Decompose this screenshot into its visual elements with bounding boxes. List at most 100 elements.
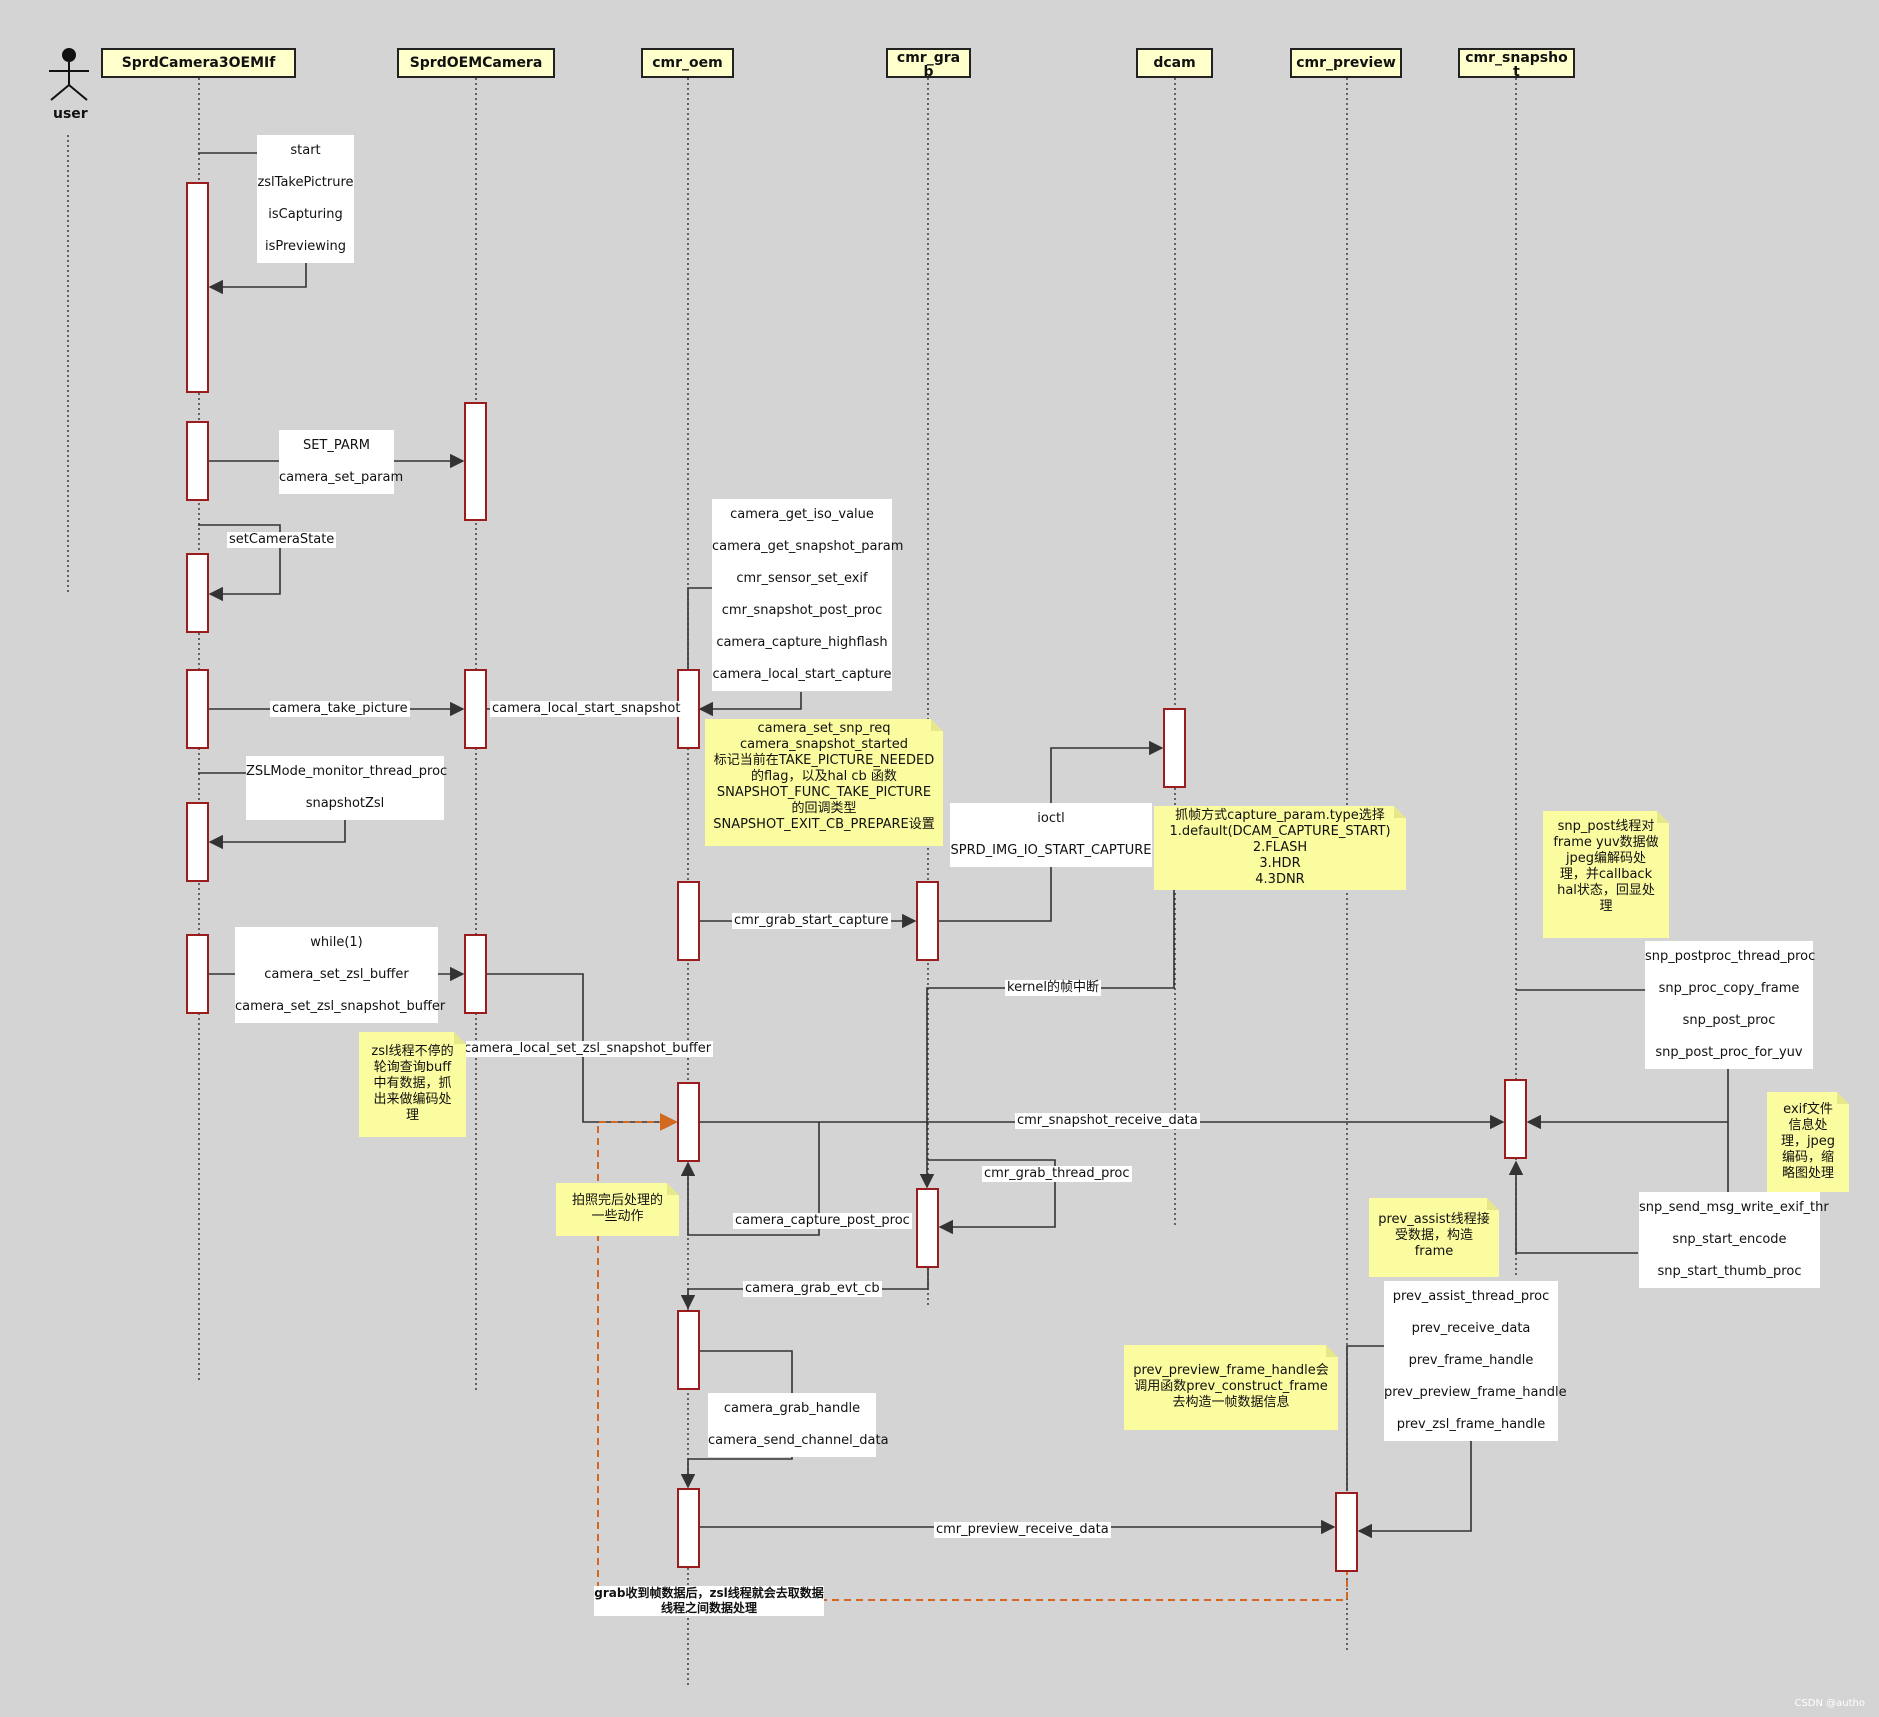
return-camera-capture-post-proc bbox=[680, 1122, 820, 1236]
activation-box bbox=[186, 421, 209, 501]
oem-capture-bracket bbox=[687, 587, 712, 669]
lifeline-head-cmr-snapshot: cmr_snapsho t bbox=[1458, 48, 1575, 79]
label-prev-frame-handle: prev_frame_handle bbox=[1408, 1353, 1534, 1368]
activation-box bbox=[916, 1188, 939, 1268]
activation-box bbox=[186, 802, 209, 882]
label-prev-assist-thread-proc: prev_assist_thread_proc bbox=[1392, 1289, 1550, 1304]
exif-thread-calls: snp_send_msg_write_exif_thr snp_start_en… bbox=[1639, 1192, 1829, 1288]
label-camera-capture-post-proc: camera_capture_post_proc bbox=[733, 1213, 912, 1229]
label-camera-set-zsl-buffer: camera_set_zsl_buffer bbox=[264, 967, 409, 982]
label-cmr-sensor-set-exif: cmr_sensor_set_exif bbox=[736, 571, 868, 586]
ioctl-calls: ioctl SPRD_IMG_IO_START_CAPTURE bbox=[950, 803, 1152, 867]
note-zsl-thread-line: 理 bbox=[405, 1108, 419, 1123]
activation-box bbox=[186, 934, 209, 1014]
label-camera-get-iso-value: camera_get_iso_value bbox=[730, 507, 874, 522]
activation-box bbox=[677, 1082, 700, 1162]
activation-box bbox=[186, 669, 209, 749]
lifeline-head-cmr-grab: cmr_gra b bbox=[886, 48, 971, 79]
activation-box bbox=[464, 669, 487, 749]
return-snapshotzsl bbox=[208, 812, 346, 850]
label-snapshotzsl: snapshotZsl bbox=[305, 796, 385, 811]
activation-box bbox=[1504, 1079, 1527, 1159]
label-zsltakepictrure: zslTakePictrure bbox=[257, 175, 354, 190]
label-camera-send-channel-data: camera_send_channel_data bbox=[708, 1433, 889, 1448]
label-prev-receive-data: prev_receive_data bbox=[1411, 1321, 1531, 1336]
label-sprd-img-io-start-capture: SPRD_IMG_IO_START_CAPTURE bbox=[950, 843, 1152, 858]
activation-box bbox=[186, 182, 209, 393]
label-camera-grab-evt-cb: camera_grab_evt_cb bbox=[743, 1281, 882, 1297]
label-iscapturing: isCapturing bbox=[268, 207, 343, 222]
label-cmr-snapshot-receive-data: cmr_snapshot_receive_data bbox=[1015, 1113, 1200, 1129]
set-parm-calls: SET_PARM camera_set_param bbox=[279, 430, 404, 494]
lifeline-head-dcam: dcam bbox=[1136, 48, 1213, 78]
note-post-capture-line: 一些动作 bbox=[591, 1209, 644, 1224]
note-prev-frame-line: 调用函数prev_construct_frame bbox=[1134, 1379, 1328, 1394]
return-local-start-capture bbox=[698, 692, 802, 717]
activation-box bbox=[464, 402, 487, 521]
label-camera-local-start-snapshot: camera_local_start_snapshot bbox=[490, 701, 683, 717]
note-exif-line: exif文件 bbox=[1783, 1102, 1833, 1117]
label-camera-set-param: camera_set_param bbox=[279, 470, 404, 485]
note-exif-line: 编码，缩 bbox=[1781, 1150, 1834, 1165]
note-exif-line: 理，jpeg bbox=[1780, 1134, 1836, 1149]
note-prev-assist-line: prev_assist线程接 bbox=[1378, 1212, 1490, 1227]
note-snp-req-line: SNAPSHOT_FUNC_TAKE_PICTURE bbox=[716, 785, 932, 800]
note-exif: exif文件 信息处 理，jpeg 编码，缩 略图处理 bbox=[1767, 1092, 1849, 1192]
activation-box bbox=[1335, 1492, 1358, 1572]
activation-box bbox=[186, 553, 209, 633]
grab-handle-calls: camera_grab_handle camera_send_channel_d… bbox=[708, 1393, 889, 1457]
return-prev-zsl-frame-handle bbox=[1357, 1431, 1472, 1539]
return-isprevewing bbox=[208, 262, 307, 295]
label-camera-set-zsl-snapshot-buffer: camera_set_zsl_snapshot_buffer bbox=[235, 999, 446, 1014]
label-ispreviewing: isPreviewing bbox=[264, 239, 347, 254]
note-prev-assist-line: 受数据，构造 bbox=[1394, 1228, 1473, 1243]
note-prev-frame: prev_preview_frame_handle会 调用函数prev_cons… bbox=[1124, 1345, 1338, 1430]
note-capture-type-line: 抓帧方式capture_param.type选择 bbox=[1175, 808, 1385, 823]
label-set-parm: SET_PARM bbox=[302, 438, 371, 453]
prev-thread-calls: prev_assist_thread_proc prev_receive_dat… bbox=[1384, 1281, 1567, 1441]
lifeline-head-cmr-oem: cmr_oem bbox=[641, 48, 734, 78]
label-start: start bbox=[290, 143, 321, 158]
note-snp-req: camera_set_snp_req camera_snapshot_start… bbox=[705, 719, 943, 846]
note-post-capture-line: 拍照完后处理的 bbox=[571, 1193, 663, 1208]
note-zsl-thread-line: 中有数据，抓 bbox=[373, 1076, 452, 1091]
lifeline-head-sprdoemcamera: SprdOEMCamera bbox=[397, 48, 555, 78]
label-snp-post-proc-for-yuv: snp_post_proc_for_yuv bbox=[1655, 1045, 1803, 1060]
zsl-buffer-calls: while(1) camera_set_zsl_buffer camera_se… bbox=[235, 927, 446, 1023]
label-prev-zsl-frame-handle: prev_zsl_frame_handle bbox=[1396, 1417, 1546, 1432]
activation-box bbox=[677, 1310, 700, 1390]
label-cmr-snapshot-post-proc: cmr_snapshot_post_proc bbox=[721, 603, 883, 618]
self-call-setcamerastate bbox=[198, 524, 281, 602]
oem-capture-calls: camera_get_iso_value camera_get_snapshot… bbox=[712, 499, 903, 691]
return-snp-start-thumb-proc bbox=[1508, 1160, 1638, 1254]
note-snp-post-line: jpeg编解码处 bbox=[1565, 851, 1647, 866]
activation-box bbox=[464, 934, 487, 1014]
note-capture-type-line: 2.FLASH bbox=[1252, 840, 1308, 855]
hal-start-calls: start zslTakePictrure isCapturing isPrev… bbox=[257, 135, 354, 263]
note-prev-assist: prev_assist线程接 受数据，构造 frame bbox=[1369, 1198, 1499, 1277]
actor-label-user: user bbox=[53, 106, 88, 122]
activation-box bbox=[916, 881, 939, 961]
label-camera-grab-handle: camera_grab_handle bbox=[723, 1401, 861, 1416]
note-exif-line: 略图处理 bbox=[1781, 1166, 1834, 1181]
prev-thread-bracket bbox=[1346, 1345, 1384, 1491]
label-while-1: while(1) bbox=[310, 935, 363, 950]
watermark: CSDN @autho bbox=[1794, 1698, 1865, 1709]
note-prev-frame-line: prev_preview_frame_handle会 bbox=[1133, 1363, 1329, 1378]
zsl-monitor-calls: ZSLMode_monitor_thread_proc snapshotZsl bbox=[246, 756, 448, 820]
label-ioctl: ioctl bbox=[1037, 811, 1065, 826]
message-camera-grab-handle bbox=[680, 1350, 793, 1489]
label-kernel-irq: kernel的帧中断 bbox=[1005, 980, 1102, 996]
note-snp-post-line: 理 bbox=[1599, 899, 1613, 914]
note-snp-post: snp_post线程对 frame yuv数据做 jpeg编解码处 理，并cal… bbox=[1543, 811, 1669, 938]
note-capture-type-line: 4.3DNR bbox=[1255, 872, 1305, 887]
return-snp-post-proc-for-yuv bbox=[1526, 1060, 1729, 1130]
label-snp-proc-copy-frame: snp_proc_copy_frame bbox=[1658, 981, 1800, 996]
note-capture-type: 抓帧方式capture_param.type选择 1.default(DCAM_… bbox=[1154, 806, 1406, 890]
note-snp-req-line: 标记当前在TAKE_PICTURE_NEEDED bbox=[713, 753, 935, 768]
note-post-capture: 拍照完后处理的 一些动作 bbox=[556, 1183, 679, 1236]
note-snp-req-line: 的回调类型 bbox=[791, 801, 857, 816]
note-snp-post-line: hal状态，回显处 bbox=[1557, 883, 1655, 898]
label-zslmode-monitor-thread-proc: ZSLMode_monitor_thread_proc bbox=[246, 764, 448, 779]
